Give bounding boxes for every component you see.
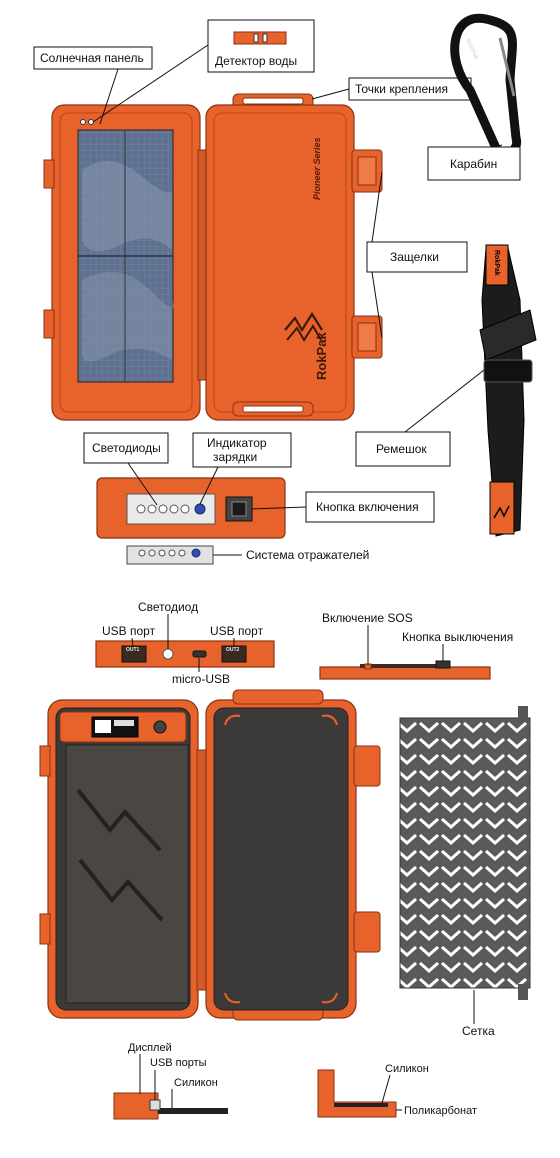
label-reflector-system-text: Система отражателей [246,548,369,562]
label-strap-text: Ремешок [376,442,427,456]
label-usb-port-left: USB порт [102,624,156,638]
label-strap: Ремешок [355,369,485,467]
label-carabiner: Карабин [427,144,521,181]
case-open-right [205,689,381,1021]
display-power-icon [153,720,167,734]
reflector-strip: Система отражателей [126,545,369,565]
usb-port-out1-label: OUT1 [126,647,140,653]
brand-text: RokPak [314,332,329,380]
rokpak-logo-icon [284,311,323,342]
carabiner-brand-text: RokPak [464,38,479,61]
mesh-insert [399,706,531,1000]
port-end-view: OUT1 OUT2 [95,640,275,668]
series-text: Pioneer Series [312,137,322,200]
micro-usb-port [192,650,207,658]
cross-section-right [317,1069,397,1118]
label-silicone-left: Силикон [174,1077,218,1089]
label-display: Дисплей [128,1042,172,1054]
case-brand-lid: Pioneer Series RokPak [205,93,383,421]
label-usb-ports: USB порты [150,1057,207,1069]
water-detector-dot [80,119,86,125]
label-carabiner-text: Карабин [450,157,497,171]
led-2 [147,504,157,514]
latch-lower [351,315,383,359]
label-attach-points: Точки крепления [311,77,472,101]
led-light [162,648,174,660]
strap-brand-text: RokPak [493,250,500,276]
led-5 [180,504,190,514]
label-silicone-right: Силикон [385,1063,429,1075]
label-water-detector: Детектор воды [92,19,315,123]
label-polycarbonate: Поликарбонат [404,1105,477,1117]
label-charge-indicator-line2: зарядки [213,450,257,464]
label-off-button: Кнопка выключения [402,630,513,644]
strap-icon: RokPak [479,244,537,537]
case-solar-lid [43,104,201,421]
rokpak-mountain-icon [76,788,164,922]
charge-indicator-led [194,503,206,515]
label-sos-on: Включение SOS [322,611,413,625]
label-leds: Светодиоды [83,432,169,506]
power-button [225,496,253,522]
off-button [435,660,451,669]
latch-upper [351,149,383,193]
water-detector-icon [233,31,287,45]
side-view [319,660,491,680]
label-solar-panel-text: Солнечная панель [40,51,144,65]
label-led: Светодиод [138,600,198,614]
label-charge-indicator: Индикатор зарядки [192,432,292,505]
label-power-button: Кнопка включения [251,491,435,523]
label-leds-text: Светодиоды [92,441,161,455]
usb-port-out2-label: OUT2 [226,647,240,653]
led-4 [169,504,179,514]
label-charge-indicator-line1: Индикатор [207,436,267,450]
led-3 [158,504,168,514]
usb-port-out1 [121,645,147,663]
label-mesh: Сетка [462,1024,495,1038]
carabiner-icon: RokPak [450,13,522,158]
case-front-view [96,477,286,539]
label-latches: Защелки [366,171,468,339]
water-detector-dot [88,119,94,125]
label-attach-points-text: Точки крепления [355,82,448,96]
label-micro-usb: micro-USB [172,672,230,686]
cross-section-left [113,1092,228,1120]
case-open-left [39,699,199,1019]
label-solar-panel: Солнечная панель [33,46,153,125]
label-usb-port-right: USB порт [210,624,264,638]
led-1 [136,504,146,514]
label-power-button-text: Кнопка включения [316,500,419,514]
label-latches-text: Защелки [390,250,439,264]
label-water-detector-text: Детектор воды [215,54,297,68]
